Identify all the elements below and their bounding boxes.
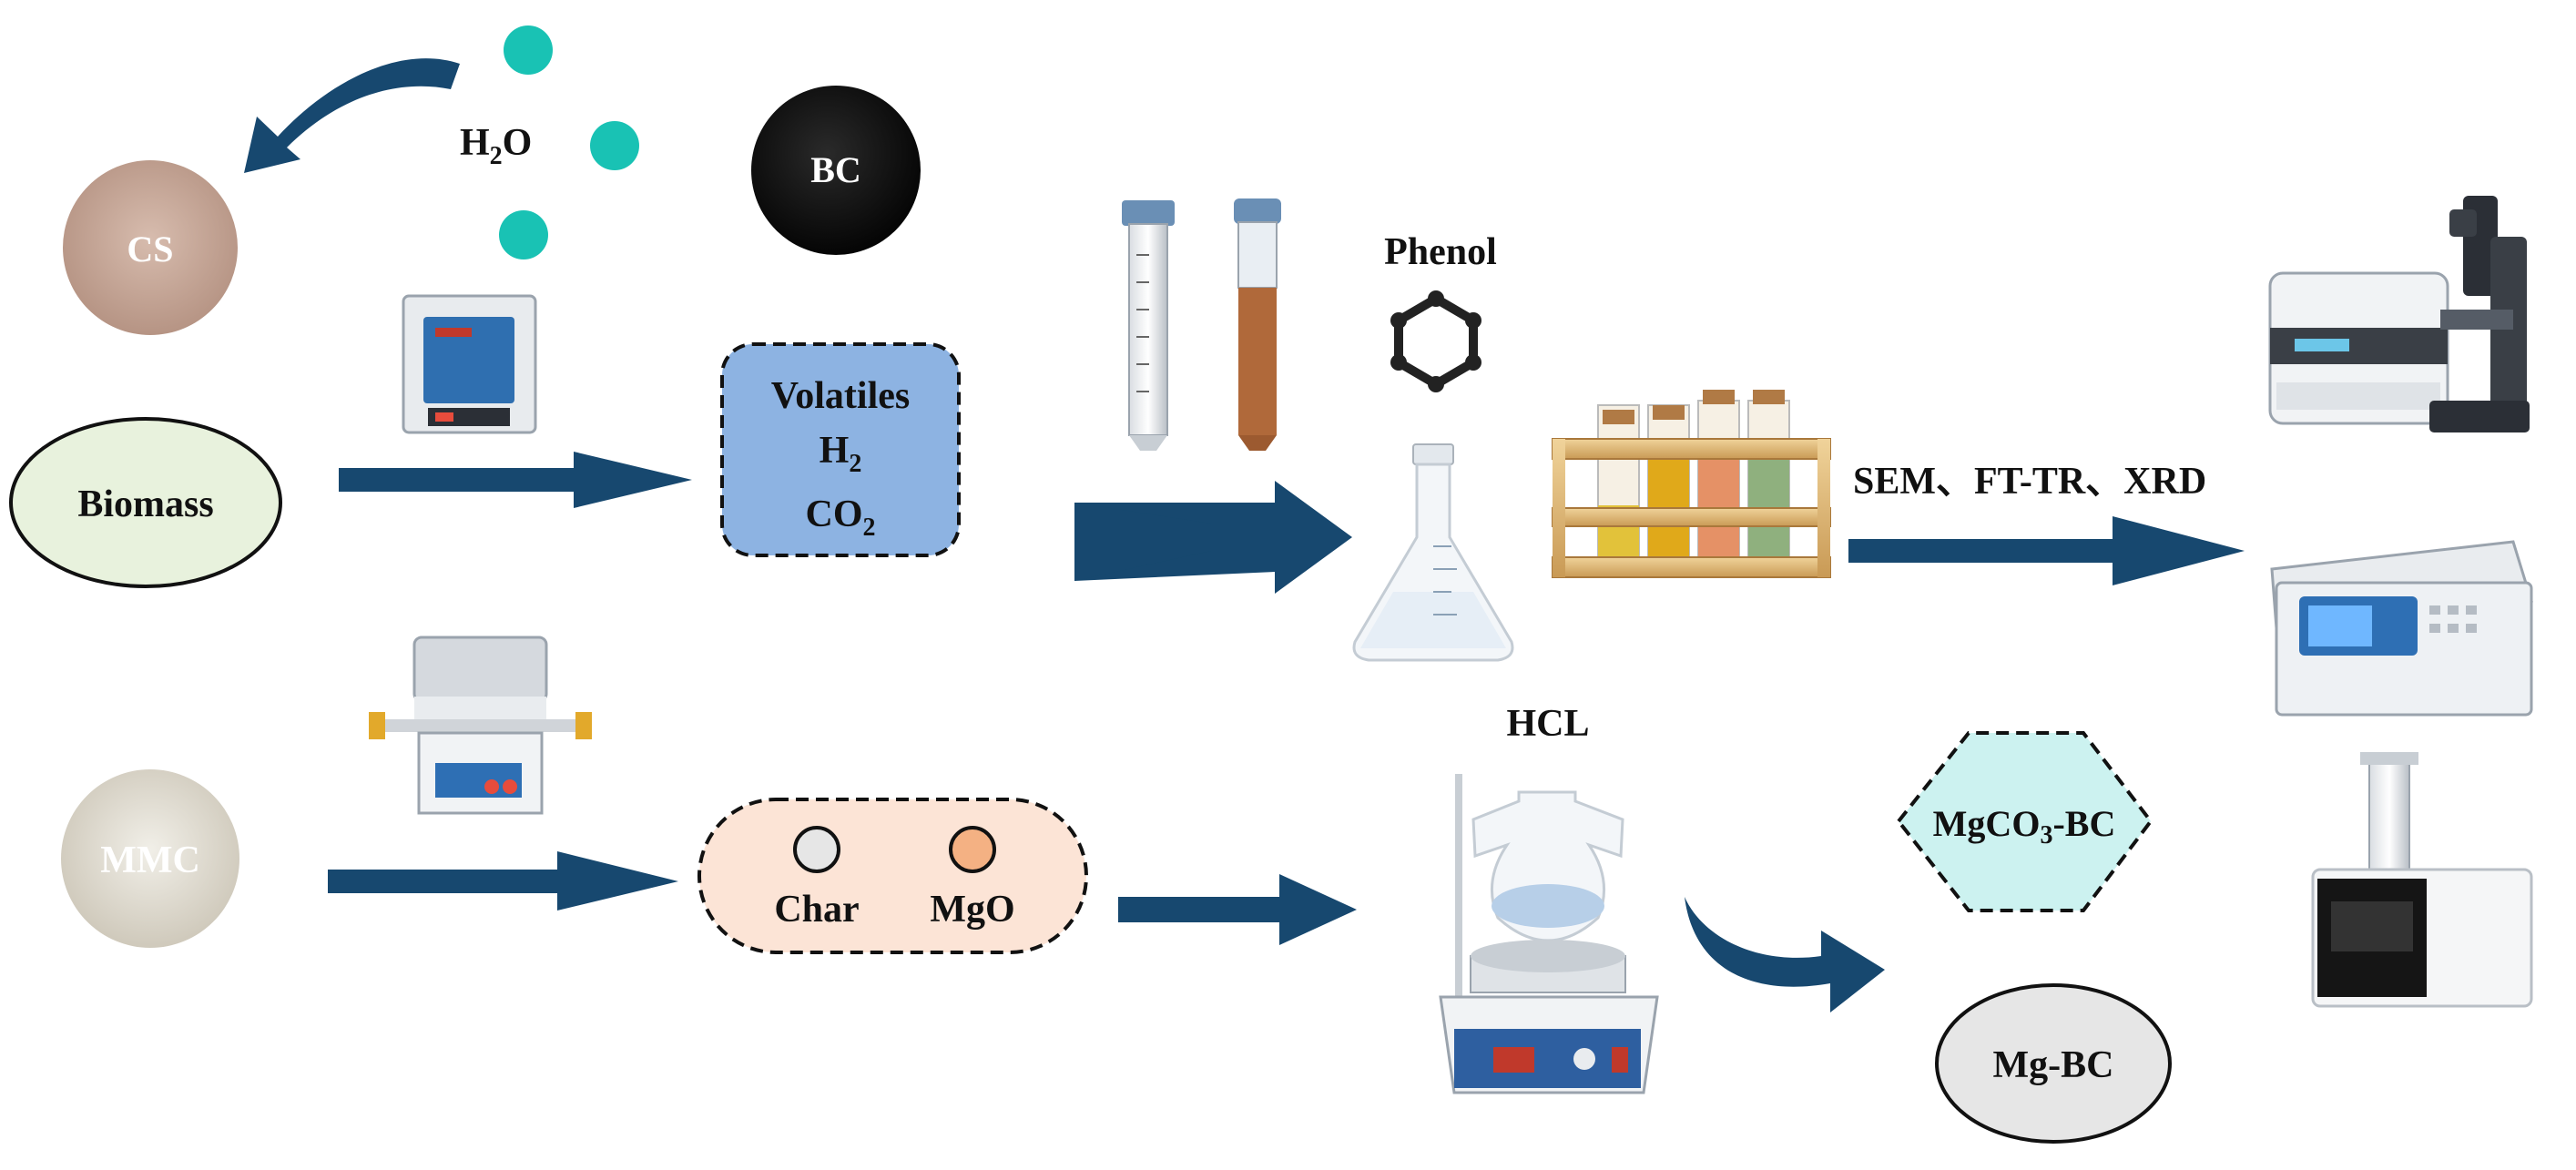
volatiles-node: Volatiles H2 CO2 [720,342,961,557]
mgo-dot [949,826,996,873]
h2o-label: H2O [460,122,532,170]
h2-label: H2 [820,430,862,478]
centrifuge-icon [2270,540,2533,717]
arrow-mmc-to-char [328,851,678,911]
characterization-label: SEM、FT-TR、XRD [1853,461,2206,503]
mg-bc-label: Mg-BC [1993,1044,2114,1086]
bc-sample: BC [751,86,921,255]
cs-label: CS [127,229,173,270]
arrow-biomass-to-volatiles [339,452,692,508]
centrifuge-tube-icon [1234,198,1281,451]
arrow-to-characterization [1848,516,2245,585]
water-molecule-icon: H2O [460,25,639,259]
reaction-flask-stirrer-icon [1439,774,1659,1094]
char-label: Char [774,889,859,931]
mmc-sample: MMC [61,769,239,948]
microscope-icon [2429,196,2530,432]
volatiles-label: Volatiles [771,375,910,417]
thermal-analyzer-icon [2311,752,2533,1008]
arrow-volatiles-to-flask [1074,481,1352,594]
biomass-label: Biomass [77,483,213,525]
benzene-ring-icon [1390,290,1481,392]
mgco3-bc-label: MgCO3-BC [1933,803,2116,850]
curved-arrow-icon [1685,897,1885,1012]
test-tube-rack-icon [1552,390,1831,578]
erlenmeyer-flask-icon [1352,443,1514,662]
drying-oven-icon [402,294,537,434]
mgco3-bc-node: MgCO3-BC [1896,731,2153,912]
tube-furnace-icon [369,636,592,815]
arrow-char-to-hcl [1118,874,1357,945]
mg-bc-node: Mg-BC [1935,983,2172,1144]
bc-label: BC [810,149,861,190]
char-mgo-node: Char MgO [697,798,1088,954]
centrifuge-tube-icon [1122,200,1175,451]
phenol-label: Phenol [1384,231,1497,273]
hcl-label: HCL [1506,703,1589,745]
char-dot [793,826,840,873]
co2-label: CO2 [806,493,876,542]
cs-sample: CS [63,160,238,335]
mgo-label: MgO [930,889,1014,931]
biomass-node: Biomass [9,417,282,588]
mmc-label: MMC [100,839,200,881]
curved-arrow-icon [244,58,460,173]
ftir-spectrometer-icon [2268,271,2449,425]
